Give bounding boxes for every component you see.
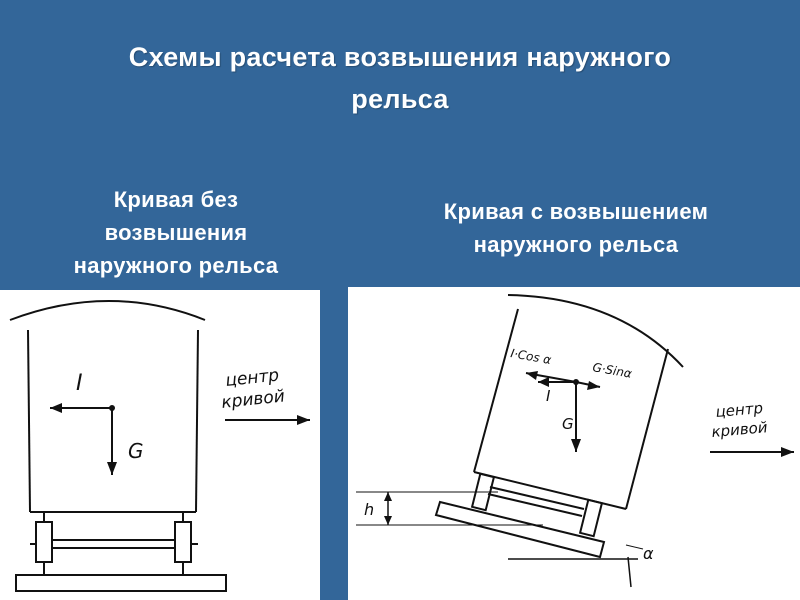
left-caption: Кривая без возвышения наружного рельса [0, 183, 352, 282]
slide-title-line2: рельса [351, 84, 449, 114]
right-caption-line1: Кривая с возвышением [443, 199, 709, 224]
car-wall-right [625, 348, 669, 510]
label-i-cos: I·Cos α [509, 346, 552, 367]
wheel-right [578, 498, 604, 538]
car-floor [473, 471, 627, 510]
slide-title-line1: Схемы расчета возвышения наружного [128, 42, 672, 72]
car-wall-left [473, 308, 519, 473]
car-wall-right [195, 329, 199, 513]
track-slab [434, 500, 606, 559]
label-force-i: I [546, 387, 551, 405]
car-roof [507, 294, 684, 368]
right-diagram-panel: I·Cos α G·Sinα I G h α центр кривой [348, 287, 800, 600]
label-force-i: I [76, 371, 83, 396]
direction-label-line2: кривой [711, 418, 769, 441]
car-roof [9, 300, 206, 321]
right-caption: Кривая с возвышением наружного рельса [352, 195, 800, 261]
right-diagram: I·Cos α G·Sinα I G h α центр кривой [356, 294, 794, 588]
axle-bottom [487, 493, 583, 517]
label-force-g: G [128, 439, 144, 463]
direction-label-line1: центр [715, 399, 764, 421]
right-caption-line2: наружного рельса [473, 232, 679, 257]
label-g-sin: G·Sinα [591, 360, 632, 381]
left-diagram: I G центр кривой [9, 300, 310, 592]
left-caption-line3: наружного рельса [73, 253, 279, 278]
left-diagram-panel: I G центр кривой [0, 290, 320, 600]
slide-title: Схемы расчета возвышения наружного рельс… [40, 36, 760, 120]
left-caption-line2: возвышения [104, 220, 248, 245]
label-angle: α [643, 544, 654, 563]
axle-top [489, 486, 585, 510]
wheel-left [35, 521, 53, 563]
car-wall-left [27, 329, 31, 513]
wheel-right [174, 521, 192, 563]
label-height: h [364, 500, 374, 519]
left-caption-line1: Кривая без [113, 187, 239, 212]
label-force-g: G [562, 415, 574, 433]
track-slab [15, 574, 227, 592]
